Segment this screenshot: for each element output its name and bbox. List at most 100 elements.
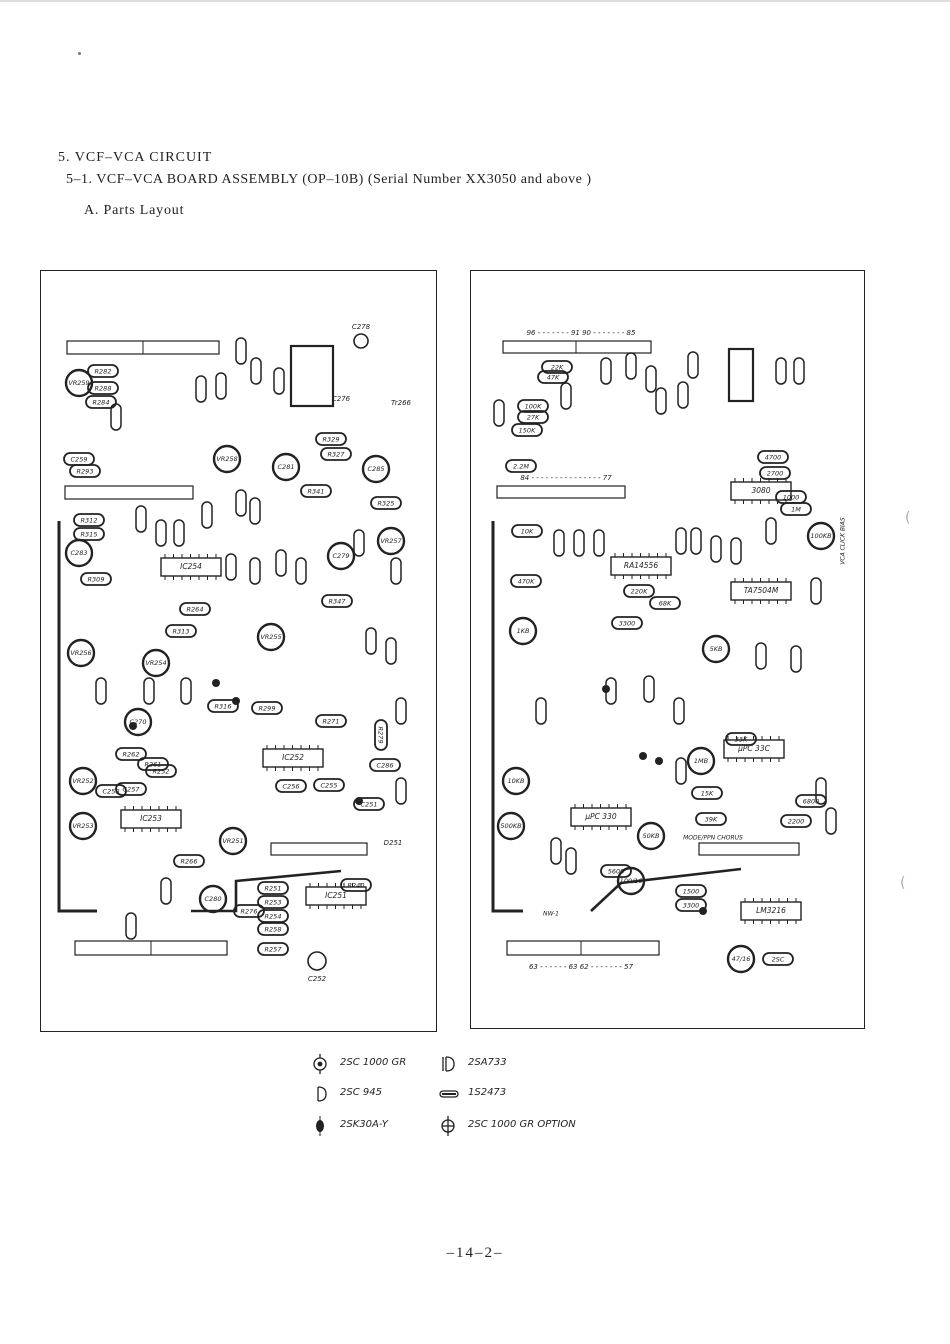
pot-outline (726, 944, 756, 974)
resistor-body (505, 459, 537, 473)
resistor-body (780, 502, 812, 516)
connector-pin-labels: 84 - - - - - - - - - - - - - - - 77 (520, 474, 612, 482)
resistor-body (340, 878, 372, 892)
component-label: R276 (241, 908, 258, 916)
pot-outline (636, 821, 666, 851)
component-label: VR258 (216, 455, 237, 463)
resistor-body (320, 447, 352, 461)
resistor-body (675, 898, 707, 912)
legend-label: 2SA733 (468, 1057, 507, 1068)
resistor: R282 (87, 364, 119, 378)
resistor: 100K (517, 399, 549, 413)
resistor: C251 (353, 797, 385, 811)
resistor-body (510, 574, 542, 588)
resistor-body (251, 701, 283, 715)
part-label: C276 (332, 395, 351, 403)
component-label: IC251 (325, 891, 347, 900)
resistor-vertical (225, 553, 237, 581)
resistor-body (173, 854, 205, 868)
resistor-vertical (645, 365, 657, 393)
resistor-body (313, 778, 345, 792)
pot-outline (496, 811, 526, 841)
component-label: 6800 (803, 798, 820, 806)
component-label: R316 (215, 703, 232, 711)
resistor-vertical (690, 527, 702, 555)
component-label: TA7504M (744, 586, 779, 595)
resistor: C259 (63, 452, 95, 466)
pot-outline (66, 638, 96, 668)
resistor-body (374, 719, 388, 751)
resistor-body (511, 423, 543, 437)
resistor-vertical (395, 777, 407, 805)
resistor-body (275, 779, 307, 793)
resistor: R252 (145, 764, 177, 778)
resistor: 1000 (775, 490, 807, 504)
side-label: NW-1 (543, 911, 559, 918)
component-label: R271 (323, 718, 340, 726)
component-label: VR259 (68, 379, 89, 387)
component-label: R266 (181, 858, 198, 866)
resistor: 6800 (795, 794, 827, 808)
legend-label: 2SC 1000 GR OPTION (468, 1119, 576, 1130)
component-label: R347 (329, 598, 347, 606)
resistor-body (257, 922, 289, 936)
resistor-vertical (95, 677, 107, 705)
part-label: C278 (352, 323, 371, 331)
resistor: R341 (300, 484, 332, 498)
component-label: 47K (547, 374, 560, 382)
component-label: R313 (173, 628, 190, 636)
ground-trace (590, 867, 742, 912)
resistor-body (257, 942, 289, 956)
component-label: R327 (328, 451, 346, 459)
transistor-pnp-icon (442, 1056, 455, 1072)
component-label: R329 (323, 436, 340, 444)
fet-icon (316, 1116, 324, 1136)
subheading: A. Parts Layout (84, 203, 185, 218)
resistor-body (115, 782, 147, 796)
side-label: VCA CLICK BIAS (840, 517, 847, 565)
resistor: 150K (511, 423, 543, 437)
resistor-vertical (553, 529, 565, 557)
resistor-vertical (535, 697, 547, 725)
component-label: C251 (361, 801, 378, 809)
resistor-vertical (765, 517, 777, 545)
resistor-body (315, 714, 347, 728)
side-label: MODE/PPN CHORUS (683, 835, 743, 842)
connector-pin-labels: 63 - - - - - - 63 62 - - - - - - - 57 (529, 963, 634, 971)
connector-lower (270, 842, 368, 856)
resistor-body (207, 699, 239, 713)
resistor: 2.2M (505, 459, 537, 473)
resistor-body (257, 909, 289, 923)
resistor-body (759, 466, 791, 480)
section-title: 5. VCF–VCA CIRCUIT (58, 150, 213, 165)
resistor-body (762, 952, 794, 966)
resistor: R262 (115, 747, 147, 761)
component-label: 1M (791, 506, 801, 514)
component-label: 3300 (619, 620, 636, 628)
resistor: R325 (370, 496, 402, 510)
resistor-vertical (755, 642, 767, 670)
component-label: C281 (278, 463, 295, 471)
resistor-vertical (275, 549, 287, 577)
page-number: –14–2– (446, 1245, 504, 1261)
resistor-body (695, 812, 727, 826)
component-label: C280 (205, 895, 222, 903)
legend-label: 2SC 1000 GR (340, 1057, 407, 1068)
pot-outline (141, 648, 171, 678)
component-label: LM3216 (756, 906, 786, 915)
resistor-vertical (110, 403, 122, 431)
component-label: IC253 (140, 814, 162, 823)
component-label: IC254 (180, 562, 202, 571)
pot-outline (271, 452, 301, 482)
resistor-body (179, 602, 211, 616)
pot-outline (806, 521, 836, 551)
resistor-vertical (390, 557, 402, 585)
resistor-body (145, 764, 177, 778)
resistor: 3300 (675, 898, 707, 912)
component-label: 500KB (500, 822, 522, 830)
component-label: VR252 (72, 777, 93, 785)
component-label: 100/16 (620, 877, 643, 885)
resistor-vertical (573, 529, 585, 557)
pot-outline (686, 746, 716, 776)
